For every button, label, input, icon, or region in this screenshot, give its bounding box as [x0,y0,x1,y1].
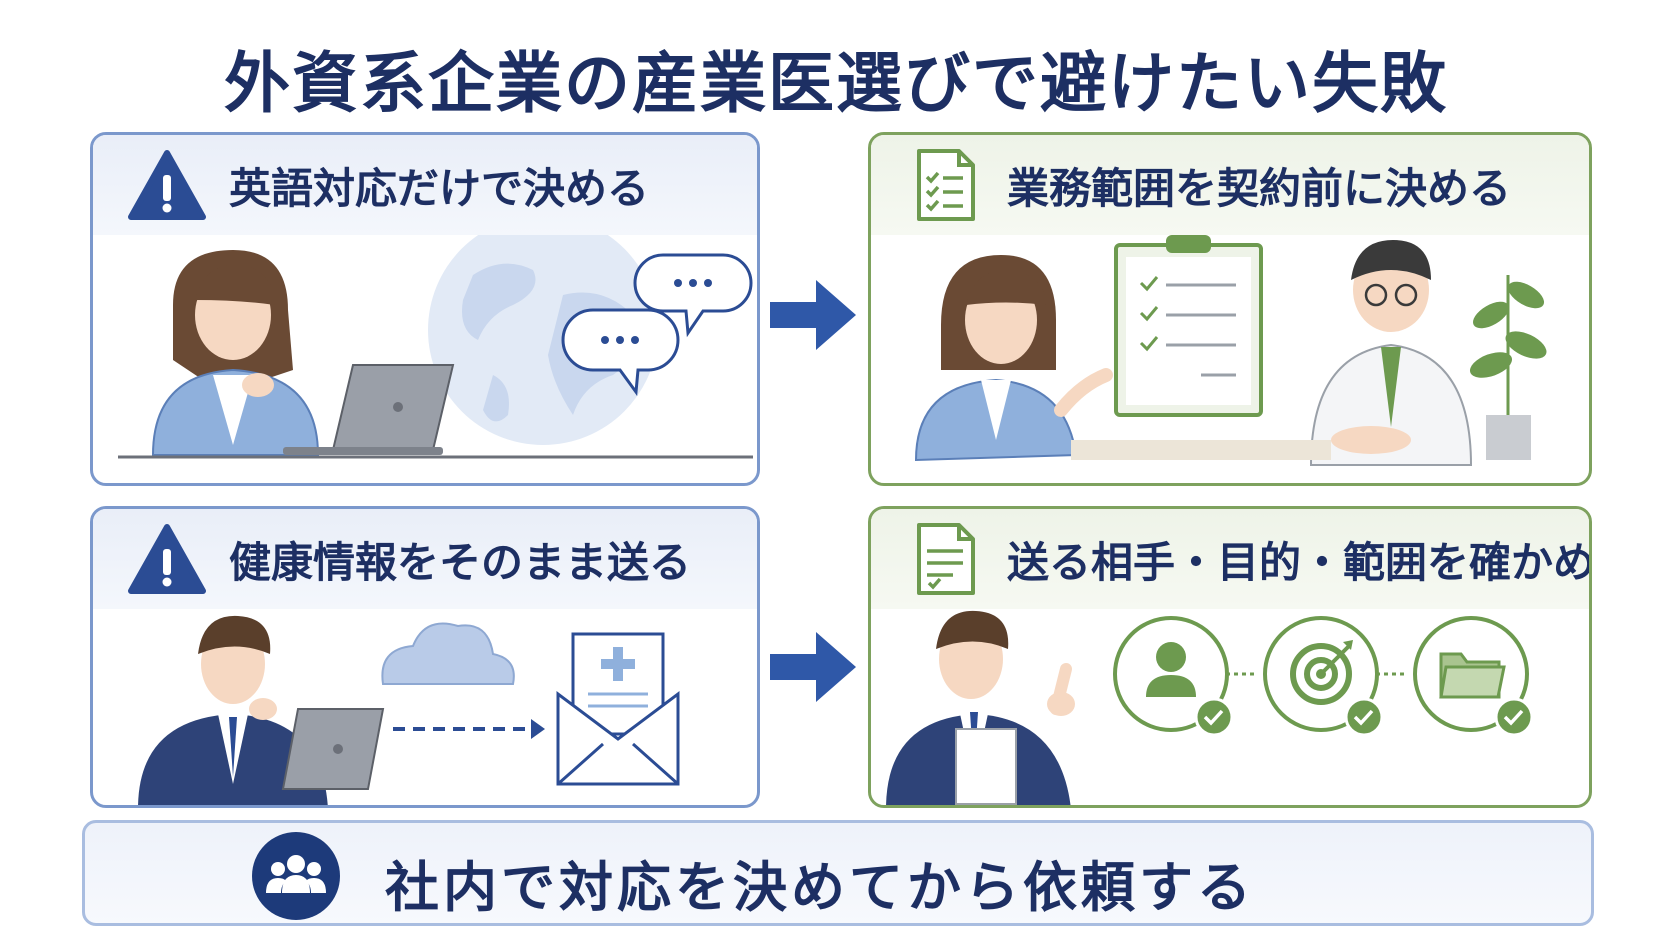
check-badge-icon [1344,697,1384,737]
page-title: 外資系企業の産業医選びで避けたい失敗 [224,45,1448,122]
check-badge-icon [1494,697,1534,737]
arrow-right-icon [770,632,856,702]
panel-header: 送る相手・目的・範囲を確かめる [871,509,1589,609]
panel-heading: 英語対応だけで決める [229,163,650,213]
footer-banner: 社内で対応を決めてから依頼する [82,820,1594,926]
check-badge-icon [1194,697,1234,737]
recipient-person-icon [1113,616,1229,732]
checklist-icon [917,149,975,221]
speech-bubble-icon [633,253,753,338]
panel-heading: 送る相手・目的・範囲を確かめる [1007,537,1592,587]
group-icon [252,832,340,920]
man-figure [886,610,1075,805]
laptop-icon [283,364,455,455]
scene-illustration [914,235,1547,466]
panel-header: 英語対応だけで決める [93,135,757,235]
folder-icon [1413,616,1529,732]
document-icon [917,523,975,595]
clipboard-icon [1114,235,1263,417]
panel-heading: 業務範囲を契約前に決める [1007,163,1512,213]
cloud-icon [381,622,515,685]
target-icon [1263,616,1379,732]
panel-scope-contract: 業務範囲を契約前に決める [868,132,1592,486]
doctor-figure [1309,240,1473,466]
woman-figure [151,250,320,456]
arrow-right-icon [770,280,856,350]
scene-illustration [118,235,753,459]
scene-illustration [138,615,680,805]
woman-figure [914,255,1113,462]
speech-bubble-icon [561,308,680,397]
man-figure [138,615,328,805]
envelope-icon [556,632,680,786]
plant-icon [1469,275,1547,460]
warning-icon [128,150,206,220]
dashed-arrow-icon [393,719,545,739]
panel-health-info: 健康情報をそのまま送る [90,506,760,808]
footer-text: 社内で対応を決めてから依頼する [385,856,1255,919]
panel-header: 健康情報をそのまま送る [93,509,757,609]
panel-header: 業務範囲を契約前に決める [871,135,1589,235]
panel-confirm-recipient: 送る相手・目的・範囲を確かめる [868,506,1592,808]
panel-english-only: 英語対応だけで決める [90,132,760,486]
laptop-icon [281,708,385,790]
panel-heading: 健康情報をそのまま送る [229,537,692,587]
scene-illustration [886,610,1534,805]
warning-icon [128,524,206,594]
